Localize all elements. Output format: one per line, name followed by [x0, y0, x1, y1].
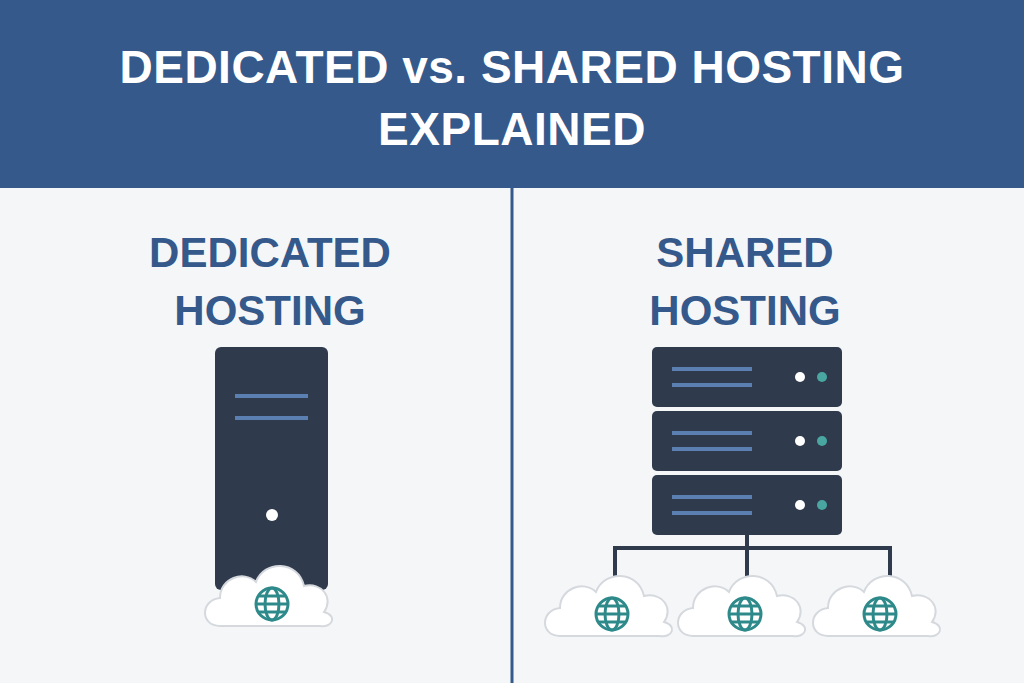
shared-server-stack	[652, 347, 842, 535]
web-cloud	[545, 576, 672, 636]
dedicated-server	[215, 347, 328, 590]
section-heading: SHARED HOSTING	[600, 224, 890, 340]
section-heading: DEDICATED HOSTING	[110, 224, 430, 340]
page-title: DEDICATED vs. SHARED HOSTING EXPLAINED	[40, 36, 984, 160]
web-cloud	[205, 566, 332, 626]
web-cloud	[678, 576, 805, 636]
web-cloud	[813, 576, 940, 636]
header-band	[0, 0, 1024, 188]
divider-line	[511, 188, 514, 683]
